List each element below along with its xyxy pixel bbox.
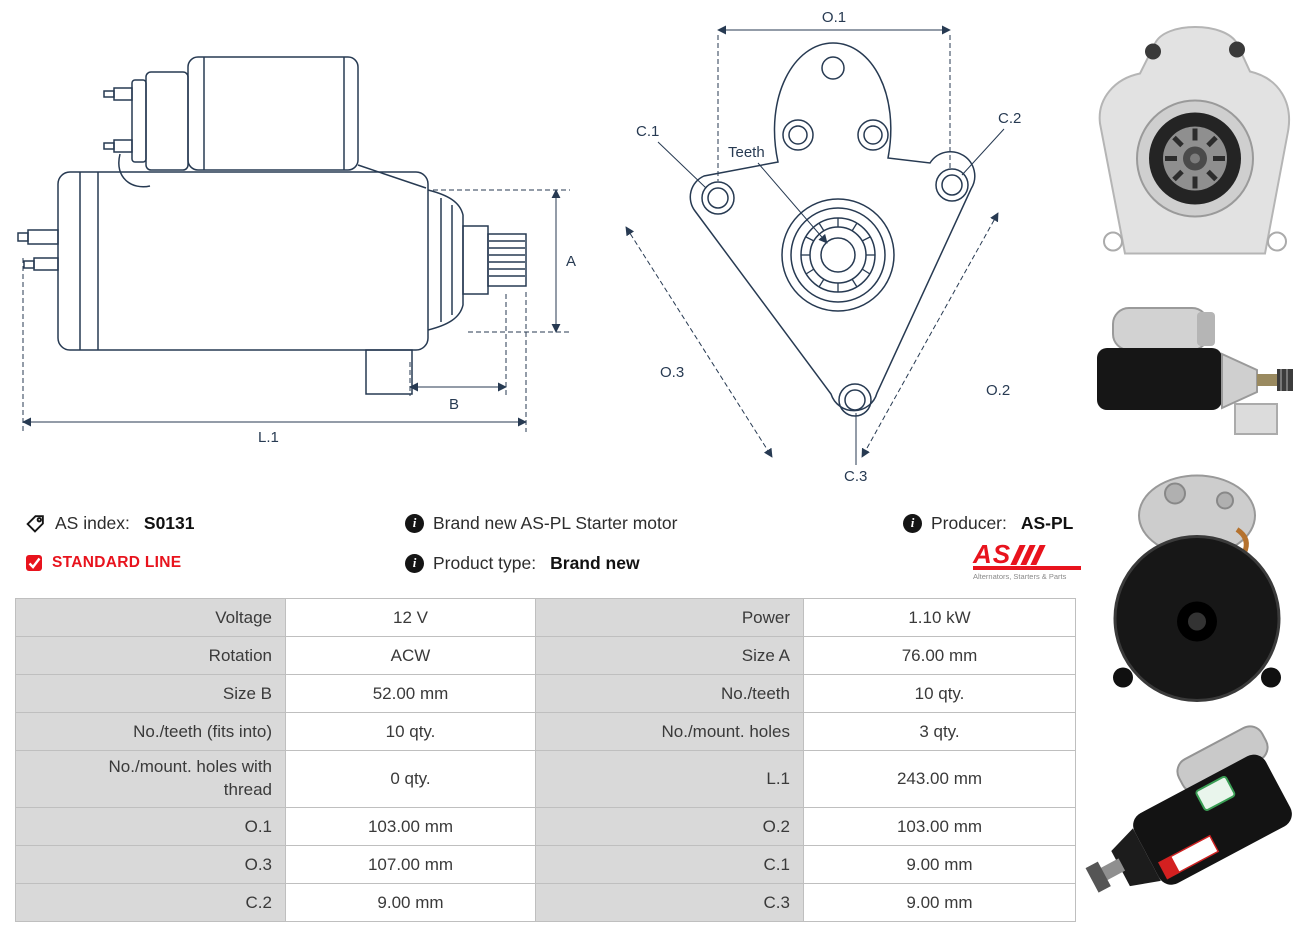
spec-label-cell: Size A [535,636,804,675]
spec-value-cell: 52.00 mm [285,674,536,713]
dim-label-c2: C.2 [998,110,1021,127]
spec-row: O.1 103.00 mm O.2 103.00 mm [15,807,1076,846]
product-description-column: i Brand new AS-PL Starter motor i Produc… [405,503,677,583]
spec-row: Size B 52.00 mm No./teeth 10 qty. [15,674,1076,713]
product-id-column: AS index: S0131 STANDARD LINE [25,503,195,583]
spec-value-cell: ACW [285,636,536,675]
standard-line-label: STANDARD LINE [52,554,182,571]
as-index-label: AS index: [55,512,130,533]
spec-label-cell: O.2 [535,807,804,846]
spec-value-cell: 9.00 mm [285,883,536,922]
product-type-line: i Product type: Brand new [405,543,677,583]
spec-row: Rotation ACW Size A 76.00 mm [15,636,1076,675]
product-photo-gallery [1085,2,1305,936]
spec-label-cell: Power [535,598,804,637]
spec-label-cell: Rotation [15,636,286,675]
product-description: Brand new AS-PL Starter motor [433,512,678,533]
spec-label-text: No./mount. holes with thread [108,757,272,799]
spec-label-cell: C.1 [535,845,804,884]
side-view-technical-drawing: A B L.1 [17,56,576,446]
dim-label-l1: L.1 [258,429,279,446]
spec-value-cell: 76.00 mm [803,636,1076,675]
dim-label-o1: O.1 [822,9,846,26]
producer-column: i Producer: AS-PL AS Alternators, Starte… [903,503,1081,581]
spec-label-cell: C.2 [15,883,286,922]
spec-value-cell: 243.00 mm [803,750,1076,808]
dim-label-c3: C.3 [844,468,867,485]
spec-row: O.3 107.00 mm C.1 9.00 mm [15,845,1076,884]
starter-side-view-photo[interactable] [1085,295,1305,452]
spec-value-cell: 1.10 kW [803,598,1076,637]
starter-rear-solenoid-photo[interactable] [1085,452,1305,715]
spec-value-cell: 0 qty. [285,750,536,808]
spec-row: Voltage 12 V Power 1.10 kW [15,598,1076,637]
spec-label-cell: No./teeth [535,674,804,713]
spec-value-cell: 10 qty. [803,674,1076,713]
aspl-logo: AS Alternators, Starters & Parts [973,541,1081,581]
spec-value-cell: 12 V [285,598,536,637]
spec-value-cell: 10 qty. [285,712,536,751]
checkbox-checked-icon [25,554,43,572]
spec-label-cell: O.3 [15,845,286,884]
spec-label-cell: No./mount. holes [535,712,804,751]
spec-label-cell: C.3 [535,883,804,922]
front-view-technical-drawing: O.1 C.1 C.2 Teeth O.3 O.2 C.3 [625,9,1021,485]
spec-row: No./teeth (fits into) 10 qty. No./mount.… [15,712,1076,751]
aspl-logo-tagline: Alternators, Starters & Parts [973,572,1067,581]
spec-value-cell: 9.00 mm [803,845,1076,884]
info-icon: i [405,513,424,533]
as-index-line: AS index: S0131 [25,503,195,543]
product-type-label: Product type: [433,552,537,573]
producer-line: i Producer: AS-PL [903,503,1079,543]
spec-value-cell: 9.00 mm [803,883,1076,922]
dim-label-a: A [566,253,576,270]
spec-label-cell: Voltage [15,598,286,637]
spec-label-cell: O.1 [15,807,286,846]
spec-label-cell: L.1 [535,750,804,808]
dim-label-o2: O.2 [986,382,1010,399]
spec-value-cell: 3 qty. [803,712,1076,751]
spec-label-cell: No./mount. holes with thread [15,750,286,808]
spec-row: C.2 9.00 mm C.3 9.00 mm [15,883,1076,922]
info-icon: i [405,553,424,573]
standard-line-badge: STANDARD LINE [25,543,195,583]
dim-label-teeth: Teeth [728,144,765,161]
dim-label-c1: C.1 [636,123,659,140]
spec-row: No./mount. holes with thread 0 qty. L.1 … [15,750,1076,808]
spec-label-cell: No./teeth (fits into) [15,712,286,751]
starter-angled-view-photo[interactable] [1085,715,1305,936]
dim-label-o3: O.3 [660,364,684,381]
product-type-value: Brand new [550,552,640,573]
aspl-logo-rule [973,566,1081,570]
spec-table: Voltage 12 V Power 1.10 kW Rotation ACW … [15,598,1076,922]
as-index-value: S0131 [143,512,195,533]
starter-front-view-photo[interactable] [1085,2,1305,295]
producer-label: Producer: [931,512,1007,533]
aspl-logo-text: AS [973,539,1012,569]
spec-label-cell: Size B [15,674,286,713]
spec-value-cell: 107.00 mm [285,845,536,884]
spec-value-cell: 103.00 mm [285,807,536,846]
dim-label-b: B [449,396,459,413]
spec-value-cell: 103.00 mm [803,807,1076,846]
description-line: i Brand new AS-PL Starter motor [405,503,677,543]
producer-value: AS-PL [1020,512,1074,533]
tag-icon [25,513,46,534]
info-icon: i [903,513,922,533]
